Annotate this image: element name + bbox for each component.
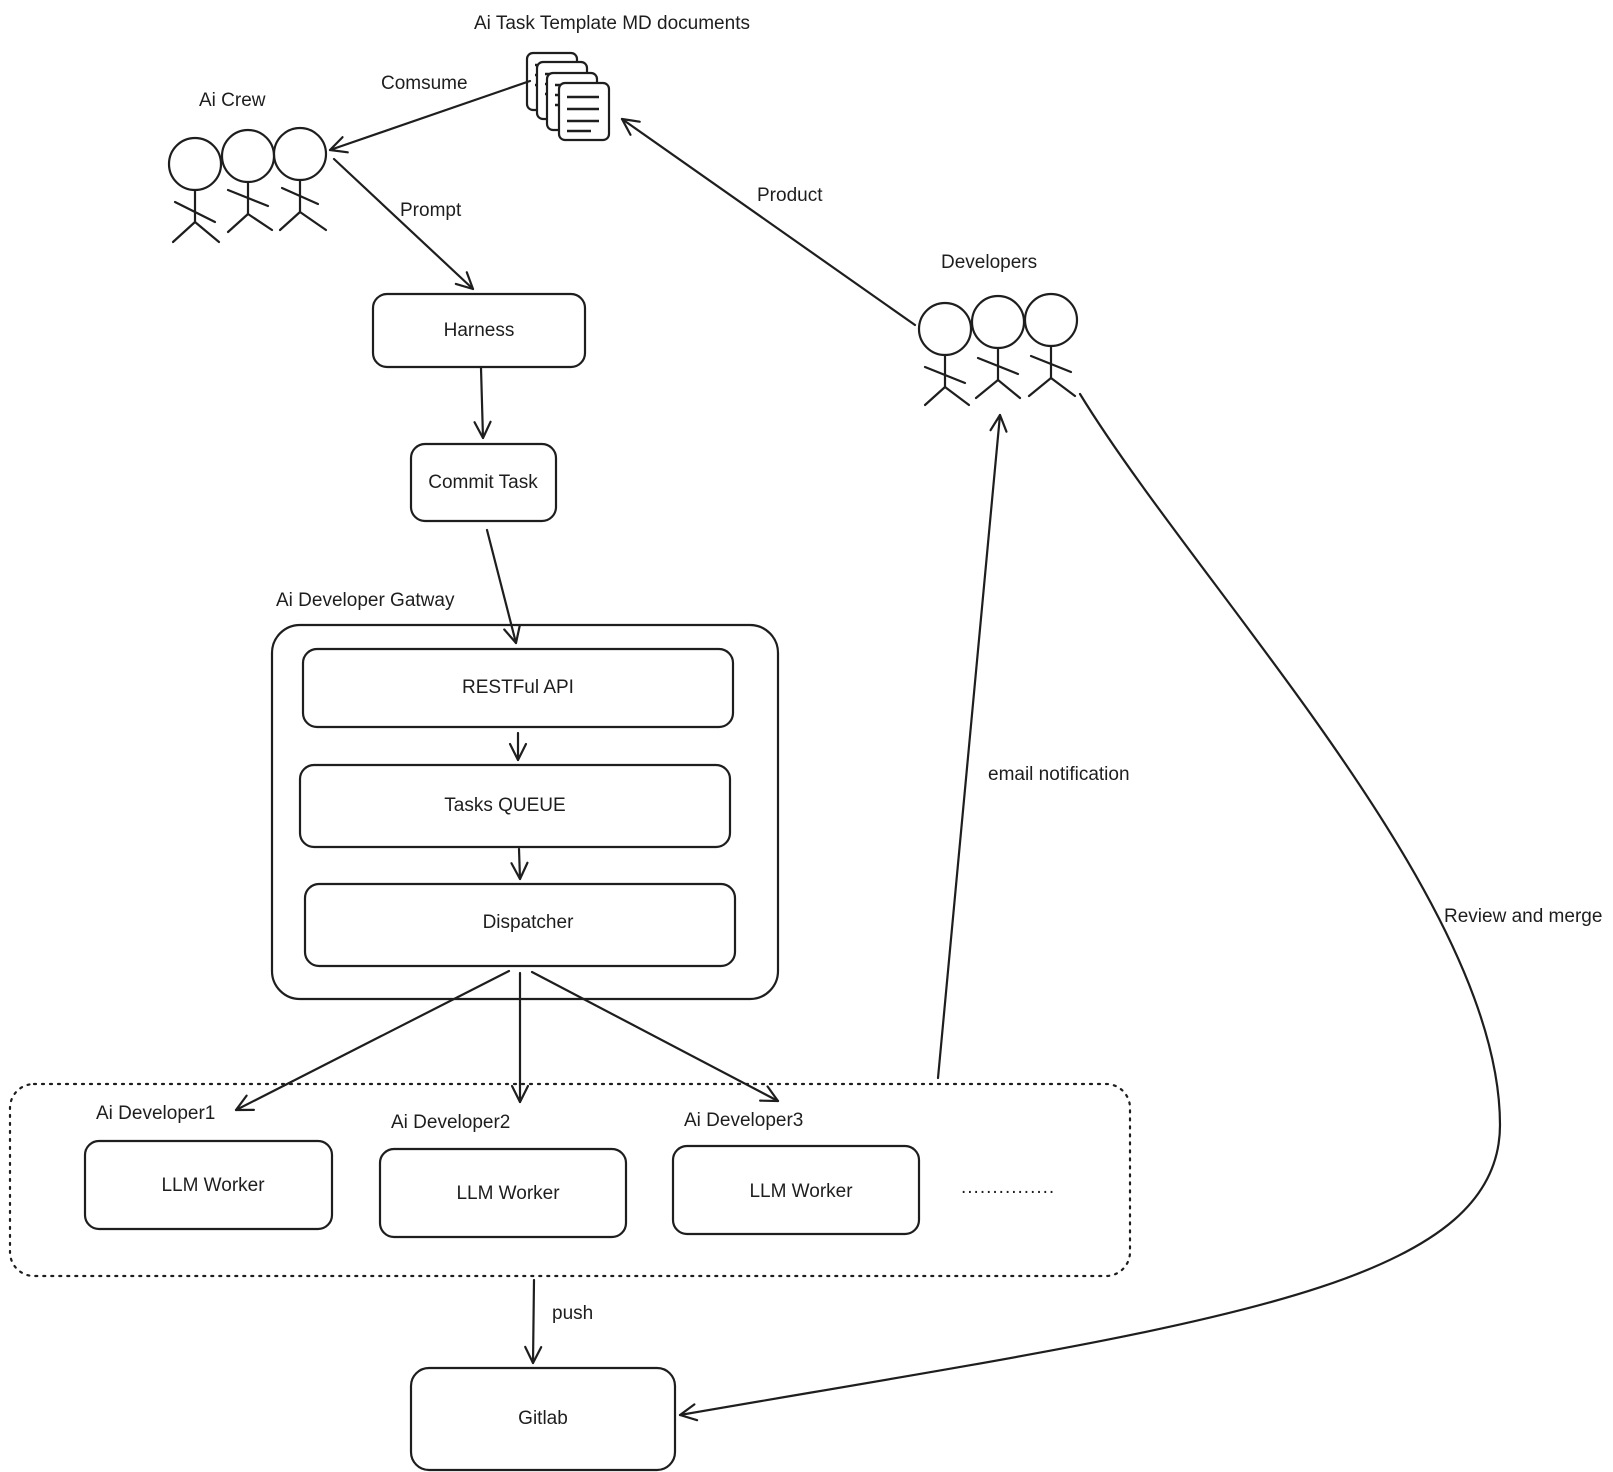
email-notification-arrow	[936, 413, 1008, 1080]
more-workers-ellipsis: ...............	[961, 1177, 1055, 1198]
product-label: Product	[757, 185, 823, 206]
commit-task-box	[409, 442, 558, 523]
review-merge-arrow	[678, 392, 1502, 1422]
restful-api-label: RESTFul API	[462, 677, 574, 698]
harness-to-commit-arrow	[473, 366, 492, 440]
tasks-queue-box	[298, 763, 732, 849]
commit-task-label: Commit Task	[428, 472, 538, 493]
harness-label: Harness	[444, 320, 515, 341]
dispatch-to-dev3-arrow	[530, 970, 780, 1103]
document-stack-icon	[525, 51, 611, 142]
stick-figure-icon	[917, 301, 973, 407]
review-merge-label: Review and merge	[1444, 906, 1602, 927]
stick-figure-icon	[1023, 292, 1079, 398]
dispatcher-box	[303, 882, 737, 968]
dispatch-to-dev1-arrow	[234, 969, 511, 1112]
queue-to-dispatcher-arrow	[510, 847, 529, 881]
ai-crew-label: Ai Crew	[199, 90, 266, 111]
consume-arrow	[328, 79, 532, 154]
worker-pool-container	[8, 1082, 1132, 1278]
restful-api-box	[301, 647, 735, 729]
template-docs-label: Ai Task Template MD documents	[474, 13, 750, 34]
push-label: push	[552, 1303, 593, 1324]
worker3-label: LLM Worker	[749, 1181, 853, 1202]
gateway-container	[270, 623, 780, 1001]
stick-figure-icon	[220, 128, 276, 234]
developers-label: Developers	[941, 252, 1037, 273]
worker3-box	[671, 1144, 921, 1236]
worker2-box	[378, 1147, 628, 1239]
dev2-label: Ai Developer2	[391, 1112, 510, 1133]
email-notification-label: email notification	[988, 764, 1130, 785]
push-arrow	[524, 1278, 543, 1365]
gitlab-label: Gitlab	[518, 1408, 568, 1429]
gitlab-box	[409, 1366, 677, 1472]
ai-crew-group	[167, 126, 328, 244]
stick-figure-icon	[272, 126, 328, 232]
dev3-label: Ai Developer3	[684, 1110, 803, 1131]
worker1-box	[83, 1139, 334, 1231]
tasks-queue-label: Tasks QUEUE	[444, 795, 565, 816]
consume-label: Comsume	[381, 73, 468, 94]
product-arrow	[620, 117, 917, 327]
dev1-label: Ai Developer1	[96, 1103, 215, 1124]
developers-group	[917, 292, 1079, 407]
prompt-label: Prompt	[400, 200, 462, 221]
commit-to-api-arrow	[485, 528, 521, 645]
harness-box	[371, 292, 587, 369]
dispatcher-label: Dispatcher	[483, 912, 574, 933]
worker2-label: LLM Worker	[456, 1183, 560, 1204]
stick-figure-icon	[970, 294, 1026, 400]
gateway-label: Ai Developer Gatway	[276, 590, 455, 611]
worker1-label: LLM Worker	[161, 1175, 265, 1196]
stick-figure-icon	[167, 136, 223, 244]
prompt-arrow	[332, 157, 475, 291]
